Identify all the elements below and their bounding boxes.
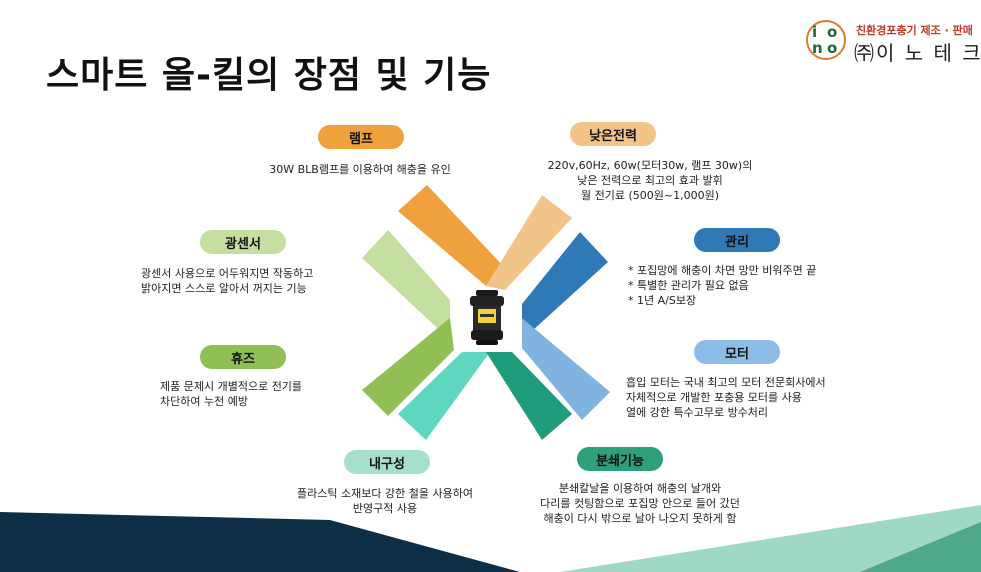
description-line: 반영구적 사용 bbox=[352, 502, 418, 515]
description-line: 분쇄칼날을 이용하여 해충의 날개와 bbox=[558, 482, 722, 495]
feature-fuse-description: 제품 문제시 개별적으로 전기를 차단하여 누전 예방 bbox=[160, 379, 360, 409]
arm-durable bbox=[398, 352, 490, 440]
logo-letter: i bbox=[812, 23, 818, 41]
arm-fuse bbox=[362, 318, 454, 416]
feature-fuse-label: 휴즈 bbox=[200, 345, 286, 369]
description-line: 220v,60Hz, 60w(모터30w, 램프 30w)의 bbox=[547, 159, 753, 172]
logo-letter: o bbox=[827, 39, 838, 57]
arm-power bbox=[486, 195, 572, 290]
description-line: * 특별한 관리가 필요 없음 bbox=[628, 279, 749, 292]
arm-grind bbox=[486, 352, 572, 440]
page-title: 스마트 올-킬의 장점 및 기능 bbox=[46, 55, 492, 96]
description-line: 플라스틱 소재보다 강한 철을 사용하여 bbox=[297, 487, 473, 500]
footer-light-wave bbox=[560, 505, 981, 572]
description-line: 흡입 모터는 국내 최고의 모터 전문회사에서 bbox=[626, 376, 826, 389]
feature-motor-description: 흡입 모터는 국내 최고의 모터 전문회사에서 자체적으로 개발한 포충용 모터… bbox=[626, 375, 876, 420]
description-line: 해충이 다시 밖으로 날아 나오지 못하게 함 bbox=[543, 512, 737, 525]
arm-sensor bbox=[362, 230, 450, 338]
feature-power-description: 220v,60Hz, 60w(모터30w, 램프 30w)의 낮은 전력으로 최… bbox=[530, 158, 770, 203]
footer-teal-wave bbox=[860, 522, 981, 572]
feature-grind-label: 분쇄기능 bbox=[577, 447, 663, 471]
description-line: * 1년 A/S보장 bbox=[628, 294, 697, 307]
feature-sensor-label: 광센서 bbox=[200, 230, 286, 254]
description-line: 낮은 전력으로 최고의 효과 발휘 bbox=[577, 174, 723, 187]
description-line: 다리를 컷팅함으로 포집망 안으로 들어 갔던 bbox=[540, 497, 740, 510]
logo-circle-icon bbox=[806, 20, 846, 60]
description-line: 광센서 사용으로 어두워지면 작동하고 bbox=[141, 267, 314, 280]
description-line: 열에 강한 특수고무로 방수처리 bbox=[626, 406, 769, 419]
feature-lamp-label: 램프 bbox=[318, 125, 404, 149]
description-line: * 포집망에 해충이 차면 망만 비워주면 끝 bbox=[628, 264, 817, 277]
feature-manage-label: 관리 bbox=[694, 228, 780, 252]
feature-sensor-description: 광센서 사용으로 어두워지면 작동하고 밝아지면 스스로 알아서 꺼지는 기능 bbox=[141, 266, 361, 296]
feature-motor-label: 모터 bbox=[694, 340, 780, 364]
description-line: 월 전기료 (500원~1,000원) bbox=[581, 189, 719, 202]
feature-manage-description: * 포집망에 해충이 차면 망만 비워주면 끝 * 특별한 관리가 필요 없음 … bbox=[628, 263, 868, 308]
logo-company-name: ㈜이 노 테 크 bbox=[854, 41, 981, 65]
company-logo: i o n o 친환경포충기 제조 · 판매 ㈜이 노 테 크 bbox=[806, 20, 981, 66]
logo-letter: o bbox=[827, 23, 838, 41]
feature-durable-description: 플라스틱 소재보다 강한 철을 사용하여 반영구적 사용 bbox=[270, 486, 500, 516]
feature-durable-label: 내구성 bbox=[344, 450, 430, 474]
feature-power-label: 낮은전력 bbox=[570, 122, 656, 146]
description-line: 차단하여 누전 예방 bbox=[160, 395, 248, 408]
description-line: 자체적으로 개발한 포충용 모터를 사용 bbox=[626, 391, 802, 404]
footer-dark-wave bbox=[0, 512, 520, 572]
insect-trap-device-icon bbox=[462, 290, 512, 346]
description-line: 30W BLB램프를 이용하여 해충을 유인 bbox=[269, 163, 451, 176]
arm-lamp bbox=[398, 185, 505, 286]
arm-manage bbox=[522, 232, 608, 340]
arm-motor bbox=[522, 318, 610, 420]
description-line: 밝아지면 스스로 알아서 꺼지는 기능 bbox=[141, 282, 307, 295]
feature-grind-description: 분쇄칼날을 이용하여 해충의 날개와 다리를 컷팅함으로 포집망 안으로 들어 … bbox=[510, 481, 770, 526]
description-line: 제품 문제시 개별적으로 전기를 bbox=[160, 380, 303, 393]
logo-subtitle: 친환경포충기 제조 · 판매 bbox=[856, 24, 973, 37]
feature-lamp-description: 30W BLB램프를 이용하여 해충을 유인 bbox=[230, 162, 490, 177]
logo-letter: n bbox=[812, 39, 823, 57]
